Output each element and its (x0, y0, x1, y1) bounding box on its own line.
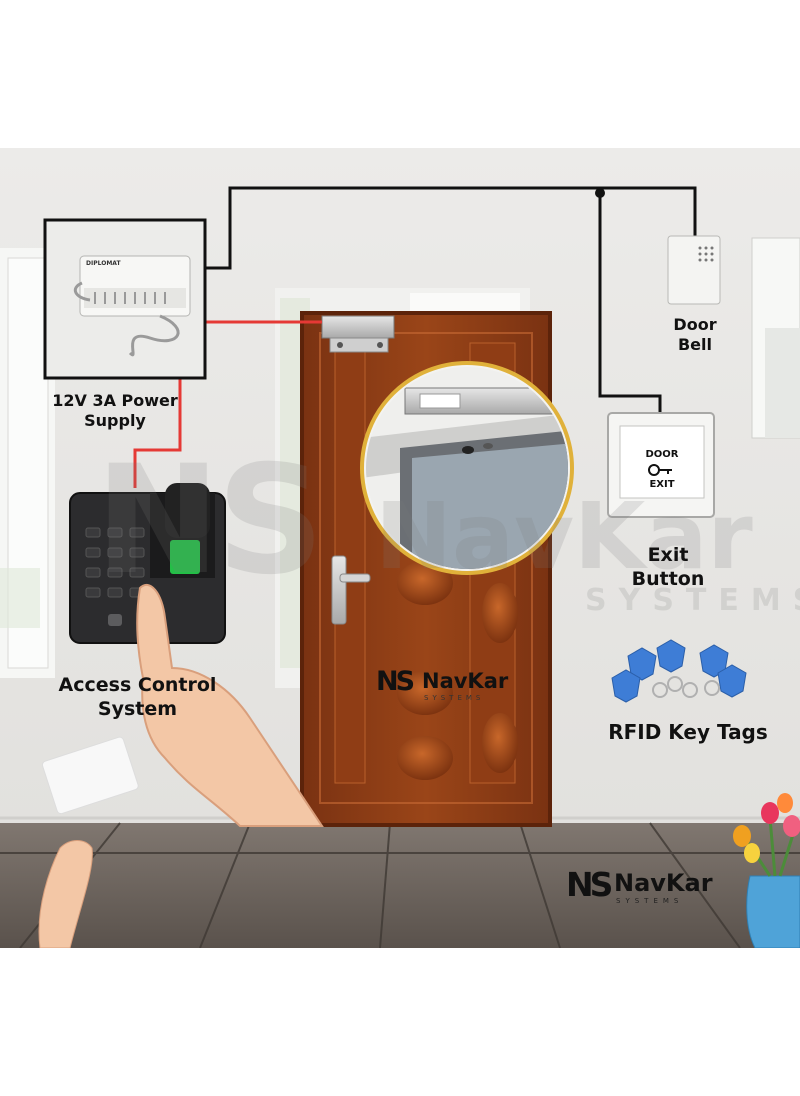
floor-logo-sub: SYSTEMS (616, 897, 684, 905)
floor-logo-mark: NS (566, 865, 613, 904)
label-access-control: Access Control System (58, 674, 217, 721)
flower-vase (733, 793, 800, 948)
watermark-brand: NavKar (375, 483, 753, 590)
adapter-brand: DIPLOMAT (86, 260, 121, 267)
label-power-supply: 12V 3A Power Supply (52, 391, 178, 431)
scene-illustration (0, 148, 800, 948)
hand-holding-card (38, 736, 139, 948)
black-wire-exit (598, 188, 662, 413)
wiring (133, 186, 697, 488)
label-exit-button: Exit Button (631, 544, 705, 591)
access-control-reader (69, 483, 226, 644)
watermark-sub: SYSTEMS (585, 583, 800, 618)
door-logo-name: NavKar (422, 669, 509, 693)
watermark-logo: NS (95, 434, 325, 608)
door-bell (667, 235, 721, 305)
lock-closeup (360, 361, 574, 575)
door-handle (331, 555, 347, 625)
wooden-floor (0, 823, 800, 948)
rfid-key-tags (611, 639, 747, 703)
door-logo-mark: NS (376, 666, 415, 697)
label-door-bell: Door Bell (673, 315, 717, 355)
wiring-diagram-scene: NS NavKar SYSTEMS DIPLOMAT DOOR EXIT NS … (0, 148, 800, 948)
hand-pressing-reader (136, 583, 324, 827)
electric-bolt-lock (321, 315, 395, 339)
black-wire-power-bell (205, 186, 697, 270)
label-rfid-tags: RFID Key Tags (608, 720, 768, 744)
floor-logo-name: NavKar (614, 869, 713, 897)
exit-plate-top-text: DOOR (645, 449, 679, 460)
exit-button-device (607, 412, 715, 518)
power-supply (43, 218, 207, 380)
door-logo-sub: SYSTEMS (424, 694, 485, 702)
red-wire-reader (133, 378, 182, 488)
exit-plate-bottom-text: EXIT (649, 479, 675, 490)
